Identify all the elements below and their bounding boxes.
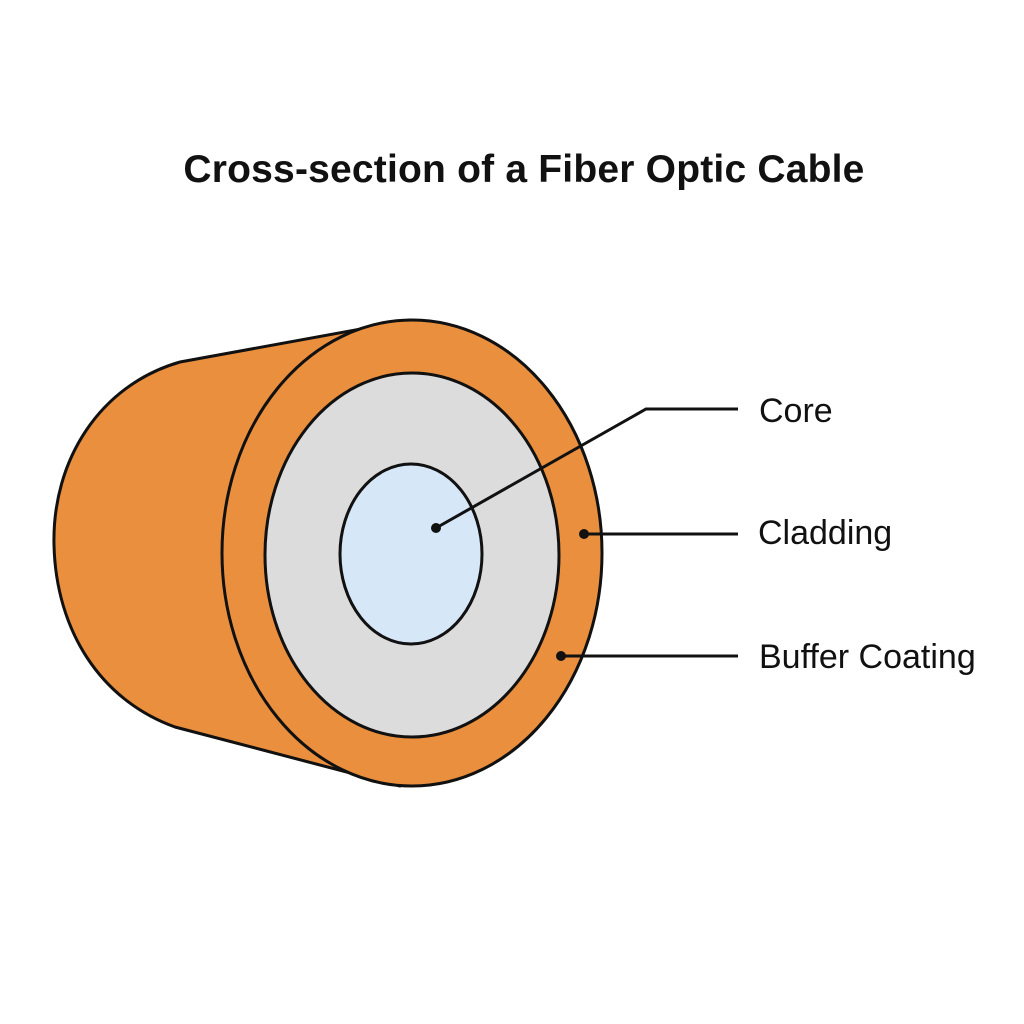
cladding-leader-dot [579, 529, 589, 539]
cladding-label: Cladding [758, 514, 893, 552]
buffer-leader-dot [556, 651, 566, 661]
core-label: Core [759, 392, 833, 430]
core-leader-dot [431, 523, 441, 533]
diagram-title: Cross-section of a Fiber Optic Cable [183, 148, 865, 191]
core-layer [338, 462, 484, 646]
buffer-coating-label: Buffer Coating [759, 638, 976, 676]
core-leader-line [435, 407, 738, 530]
